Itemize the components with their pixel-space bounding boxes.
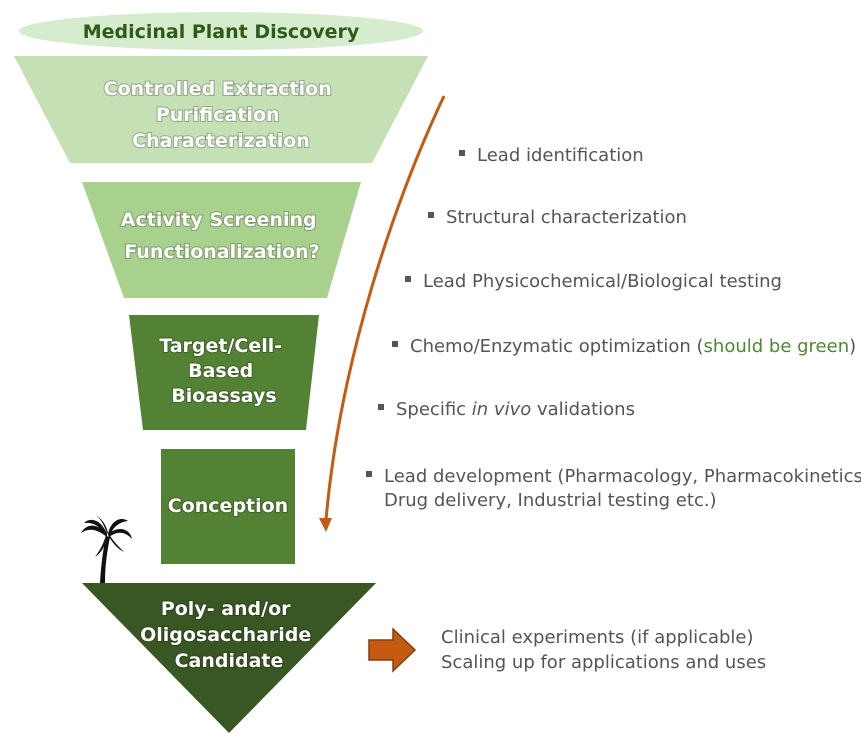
bullet-text: Specific [396,399,472,420]
italic-term: in vivo [471,399,532,420]
bullet-structural-characterization: Structural characterization [428,206,687,230]
bullet-marker [459,150,465,156]
stage-bioassays-line-2: Based [188,360,253,382]
stage-bioassays-line-1: Target/Cell- [159,335,282,357]
bullet-text: Lead Physicochemical/Biological testing [423,271,782,292]
stage-extraction-line-2: Purification [156,104,280,126]
outcome-clinical: Clinical experiments (if applicable) [441,627,754,648]
bullet-lead-development: Lead development (Pharmacology, Pharmaco… [366,465,861,513]
stage-extraction-label: Controlled Extraction Purification Chara… [104,78,339,152]
bullet-text: Structural characterization [446,207,687,228]
stage-screening [82,182,361,298]
stage-bioassays-label: Target/Cell- Based Bioassays [159,335,289,407]
stage-screening-line-1: Activity Screening [121,209,317,231]
title-ellipse [19,12,423,50]
bullet-marker [428,212,434,218]
stage-extraction-line-3: Characterization [132,130,310,152]
outcome-scaling: Scaling up for applications and uses [441,652,767,673]
bullet-lead-testing: Lead Physicochemical/Biological testing [405,270,782,294]
green-note: should be green [703,336,850,357]
stage-candidate-line-2: Oligosaccharide [140,624,311,646]
bullet-optimization: Chemo/Enzymatic optimization (should be … [392,335,856,359]
bullet-marker [378,404,384,410]
curved-arrow [319,95,446,532]
palm-tree-icon [81,516,132,583]
stage-conception-label: Conception [168,495,288,517]
stage-candidate [82,583,376,733]
bullet-text-line-2: Drug delivery, Industrial testing etc.) [384,490,717,511]
bullet-text-end: validations [531,399,635,420]
diagram-title: Medicinal Plant Discovery [83,21,360,43]
stage-candidate-line-3: Candidate [175,650,284,672]
stage-bioassays [129,315,319,430]
bullet-text: Lead identification [477,145,644,166]
stage-screening-line-2: Functionalization? [124,241,319,263]
stage-screening-label: Activity Screening Functionalization? [121,209,323,263]
bullet-text-end: ) [849,336,857,357]
bullet-in-vivo: Specific in vivo validations [378,398,635,422]
bullet-text-line-1: Lead development (Pharmacology, Pharmaco… [384,466,861,487]
bullet-marker [405,276,411,282]
stage-conception [161,449,295,564]
stage-candidate-line-1: Poly- and/or [161,598,291,620]
right-arrow-icon [368,627,417,673]
bullet-text: Chemo/Enzymatic optimization ( [410,336,704,357]
bullet-lead-identification: Lead identification [459,144,644,168]
stage-extraction-line-1: Controlled Extraction [104,78,332,100]
bullet-marker [366,471,372,477]
stage-bioassays-line-3: Bioassays [171,385,276,407]
bullet-marker [392,341,398,347]
stage-extraction [14,56,428,163]
stage-candidate-label: Poly- and/or Oligosaccharide Candidate [140,598,318,672]
